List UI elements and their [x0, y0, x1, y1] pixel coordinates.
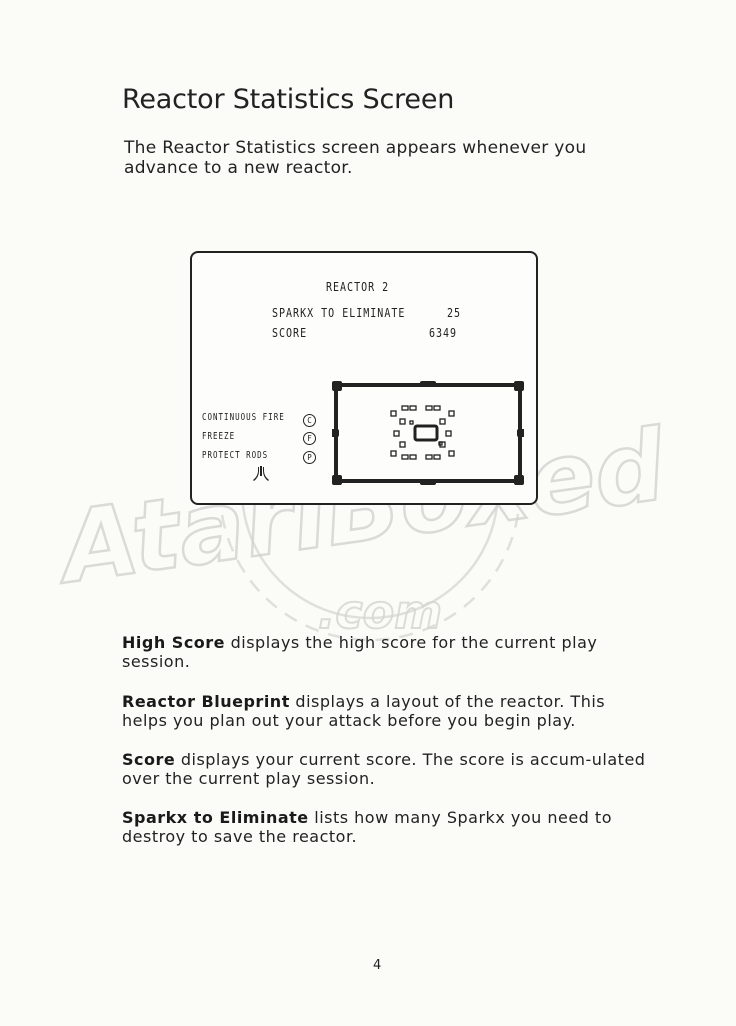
- term-high-score: High Score: [122, 633, 226, 652]
- description-reactor-blueprint: Reactor Blueprint displays a layout of t…: [122, 692, 652, 730]
- reactor-core: [413, 424, 439, 442]
- score-label: SCORE: [272, 327, 308, 341]
- term-sparkx-to-eliminate: Sparkx to Eliminate: [122, 808, 309, 827]
- description-sparkx-to-eliminate: Sparkx to Eliminate lists how many Spark…: [122, 808, 652, 846]
- term-score: Score: [122, 750, 176, 769]
- reactor-heading: REACTOR 2: [326, 281, 390, 295]
- description-high-score: High Score displays the high score for t…: [122, 633, 652, 671]
- text-sparkx-to-eliminate: lists how many Sparkx you need to destro…: [122, 808, 612, 846]
- reactor-blueprint: [332, 381, 524, 485]
- reactor-statistics-screen-illustration: REACTOR 2 SPARKX TO ELIMINATE 25 SCORE 6…: [190, 251, 538, 505]
- page-title: Reactor Statistics Screen: [122, 84, 455, 115]
- atari-logo-icon: [253, 466, 269, 481]
- score-value: 6349: [429, 327, 458, 341]
- term-reactor-blueprint: Reactor Blueprint: [122, 692, 290, 711]
- option-continuous-fire-label: CONTINUOUS FIRE: [202, 411, 285, 423]
- page-number: 4: [373, 958, 382, 973]
- option-freeze-label: FREEZE: [202, 430, 236, 442]
- freeze-icon: F: [303, 432, 316, 445]
- intro-paragraph: The Reactor Statistics screen appears wh…: [124, 138, 587, 178]
- text-reactor-blueprint: displays a layout of the reactor. This h…: [122, 692, 606, 730]
- protect-rods-icon: P: [303, 451, 316, 464]
- watermark-suffix: .com: [318, 585, 442, 639]
- description-score: Score displays your current score. The s…: [122, 750, 652, 788]
- sparkx-to-eliminate-label: SPARKX TO ELIMINATE: [272, 307, 406, 321]
- option-protect-rods-label: PROTECT RODS: [202, 449, 269, 461]
- text-high-score: displays the high score for the current …: [122, 633, 598, 671]
- text-score: displays your current score. The score i…: [122, 750, 646, 788]
- sparkx-to-eliminate-value: 25: [447, 307, 462, 321]
- continuous-fire-icon: C: [303, 414, 316, 427]
